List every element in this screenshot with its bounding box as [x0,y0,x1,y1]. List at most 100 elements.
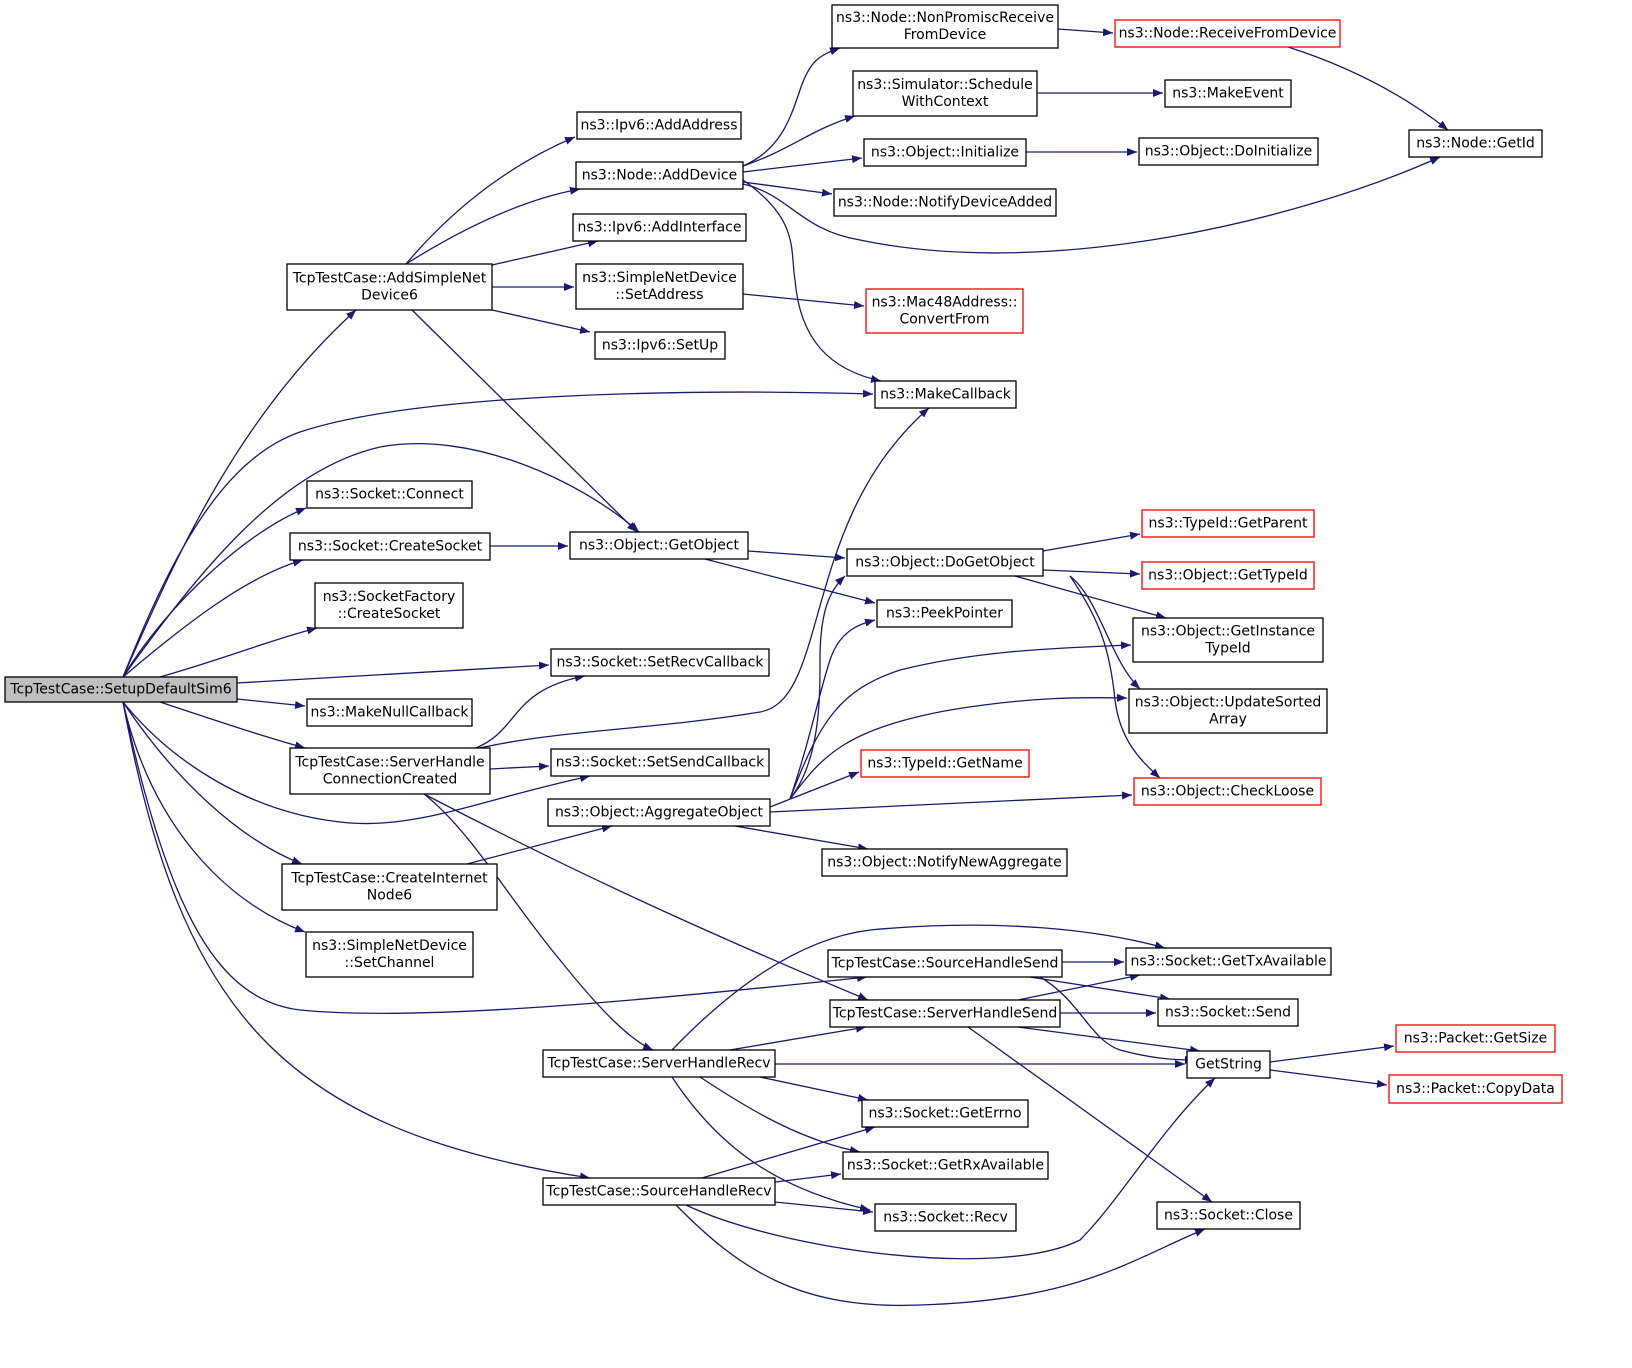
node-sourcesend[interactable]: TcpTestCase::SourceHandleSend [827,949,1063,978]
node-pktcopydata[interactable]: ns3::Packet::CopyData [1388,1074,1563,1104]
node-box[interactable] [821,848,1068,877]
node-nodereceive[interactable]: ns3::Node::ReceiveFromDevice [1114,19,1341,48]
node-sndsetaddr[interactable]: ns3::SimpleNetDevice::SetAddress [575,263,744,310]
node-connect[interactable]: ns3::Socket::Connect [306,480,473,509]
node-box[interactable] [1164,79,1292,108]
node-setrecvcb[interactable]: ns3::Socket::SetRecvCallback [550,648,770,677]
node-createsocket[interactable]: ns3::Socket::CreateSocket [289,532,491,561]
node-box[interactable] [547,798,771,827]
node-serverconn[interactable]: TcpTestCase::ServerHandleConnectionCreat… [289,747,491,795]
node-typeidgetname[interactable]: ns3::TypeId::GetName [860,749,1030,778]
node-sockclose[interactable]: ns3::Socket::Close [1156,1201,1301,1230]
node-box[interactable] [1186,1050,1271,1079]
node-box[interactable] [861,1099,1029,1128]
node-box[interactable] [1156,1201,1301,1230]
node-box[interactable] [306,698,473,727]
node-ipv6setup[interactable]: ns3::Ipv6::SetUp [594,331,726,360]
node-box[interactable] [542,1177,776,1206]
node-box[interactable] [842,1151,1049,1180]
node-box[interactable] [550,748,770,777]
node-pktgetsize[interactable]: ns3::Packet::GetSize [1395,1024,1556,1053]
node-box[interactable] [1125,947,1332,976]
node-box[interactable] [1128,688,1328,734]
node-box[interactable] [833,188,1057,217]
node-box[interactable] [1133,777,1322,806]
node-box[interactable] [874,380,1017,409]
node-box[interactable] [831,4,1059,49]
node-box[interactable] [865,288,1024,334]
node-box[interactable] [846,548,1044,577]
node-box[interactable] [542,1049,776,1078]
node-nodegetid[interactable]: ns3::Node::GetId [1408,129,1543,158]
node-box[interactable] [827,949,1063,978]
node-sockrecv[interactable]: ns3::Socket::Recv [874,1203,1017,1232]
node-getstring[interactable]: GetString [1186,1050,1271,1079]
node-serversend[interactable]: TcpTestCase::ServerHandleSend [829,999,1061,1028]
node-makecb[interactable]: ns3::MakeCallback [874,380,1017,409]
node-box[interactable] [1395,1024,1556,1053]
node-box[interactable] [305,931,474,978]
node-objinit[interactable]: ns3::Object::Initialize [863,138,1027,167]
node-mac48[interactable]: ns3::Mac48Address::ConvertFrom [865,288,1024,334]
node-box[interactable] [1408,129,1543,158]
node-nodeadddev[interactable]: ns3::Node::AddDevice [575,161,744,190]
node-box[interactable] [1138,137,1319,166]
node-getrxavail[interactable]: ns3::Socket::GetRxAvailable [842,1151,1049,1180]
node-box[interactable] [1114,19,1341,48]
node-box[interactable] [4,676,238,703]
node-box[interactable] [306,480,473,509]
node-box[interactable] [289,532,491,561]
node-getobject[interactable]: ns3::Object::GetObject [569,531,749,560]
node-box[interactable] [863,138,1027,167]
node-box[interactable] [1141,561,1315,590]
node-makeevent[interactable]: ns3::MakeEvent [1164,79,1292,108]
node-sourcerecv[interactable]: TcpTestCase::SourceHandleRecv [542,1177,776,1206]
node-box[interactable] [1132,617,1324,663]
node-makenullcb[interactable]: ns3::MakeNullCallback [306,698,473,727]
node-box[interactable] [876,599,1013,628]
node-gettxavail[interactable]: ns3::Socket::GetTxAvailable [1125,947,1332,976]
node-sfcreate[interactable]: ns3::SocketFactory::CreateSocket [314,582,464,629]
node-box[interactable] [1141,509,1315,538]
node-aggobj[interactable]: ns3::Object::AggregateObject [547,798,771,827]
node-box[interactable] [829,999,1061,1028]
node-setchannel[interactable]: ns3::SimpleNetDevice::SetChannel [305,931,474,978]
node-geterrno[interactable]: ns3::Socket::GetErrno [861,1099,1029,1128]
node-box[interactable] [314,582,464,629]
node-box[interactable] [550,648,770,677]
node-box[interactable] [575,161,744,190]
node-box[interactable] [852,70,1038,117]
node-socksend[interactable]: ns3::Socket::Send [1157,998,1299,1027]
node-notifydev[interactable]: ns3::Node::NotifyDeviceAdded [833,188,1057,217]
node-dogetobj[interactable]: ns3::Object::DoGetObject [846,548,1044,577]
node-box[interactable] [860,749,1030,778]
node-box[interactable] [1388,1074,1563,1104]
node-box[interactable] [569,531,749,560]
node-ipv6addaddr[interactable]: ns3::Ipv6::AddAddress [576,111,742,140]
node-doinit[interactable]: ns3::Object::DoInitialize [1138,137,1319,166]
node-box[interactable] [289,747,491,795]
node-serverrecv[interactable]: TcpTestCase::ServerHandleRecv [542,1049,776,1078]
node-setup[interactable]: TcpTestCase::SetupDefaultSim6 [4,676,238,703]
node-box[interactable] [281,863,498,911]
node-box[interactable] [1157,998,1299,1027]
node-typeidparent[interactable]: ns3::TypeId::GetParent [1141,509,1315,538]
node-box[interactable] [286,263,493,311]
node-box[interactable] [576,111,742,140]
node-peekptr[interactable]: ns3::PeekPointer [876,599,1013,628]
node-box[interactable] [575,263,744,310]
node-box[interactable] [572,213,747,242]
node-setsendcb[interactable]: ns3::Socket::SetSendCallback [550,748,770,777]
node-box[interactable] [874,1203,1017,1232]
node-ipv6addif[interactable]: ns3::Ipv6::AddInterface [572,213,747,242]
node-checkloose[interactable]: ns3::Object::CheckLoose [1133,777,1322,806]
node-notifyagg[interactable]: ns3::Object::NotifyNewAggregate [821,848,1068,877]
node-box[interactable] [594,331,726,360]
node-objgettypeid[interactable]: ns3::Object::GetTypeId [1141,561,1315,590]
